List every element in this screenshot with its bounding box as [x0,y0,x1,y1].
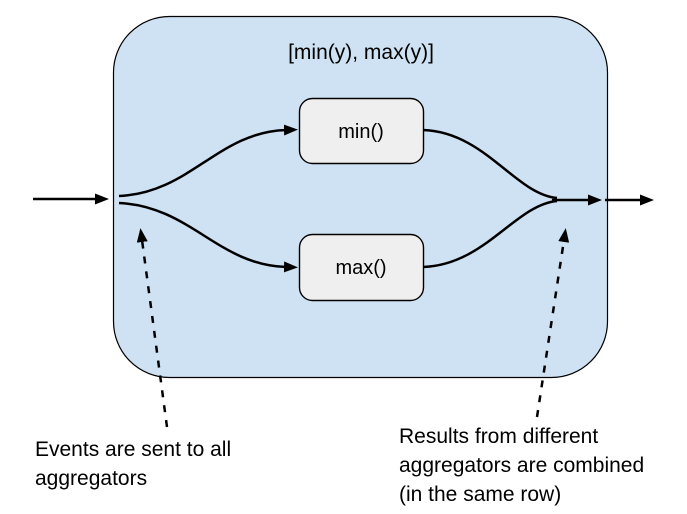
aggregation-container-rect [112,15,609,379]
left-annotation-line-1: Events are sent to all [35,438,231,461]
right-annotation-line-1: Results from different [399,425,598,448]
right-annotation-line-3: (in the same row) [399,483,561,506]
container-range-label: [min(y), max(y)] [288,41,434,64]
merge-curve-from-max [422,199,558,269]
fanout-curve-to-min [118,124,298,198]
right-annotation: Results from different aggregators are c… [399,425,644,506]
left-annotation: Events are sent to all aggregators [35,438,231,490]
left-annotation-line-2: aggregators [35,467,147,490]
left-dashed-callout-arrow [136,228,169,428]
min-node-label: min() [338,121,384,143]
fanout-curve-to-max [118,201,298,273]
merge-curve-from-min [422,128,558,200]
max-node-label: max() [335,257,386,279]
right-annotation-line-2: aggregators are combined [399,454,644,477]
